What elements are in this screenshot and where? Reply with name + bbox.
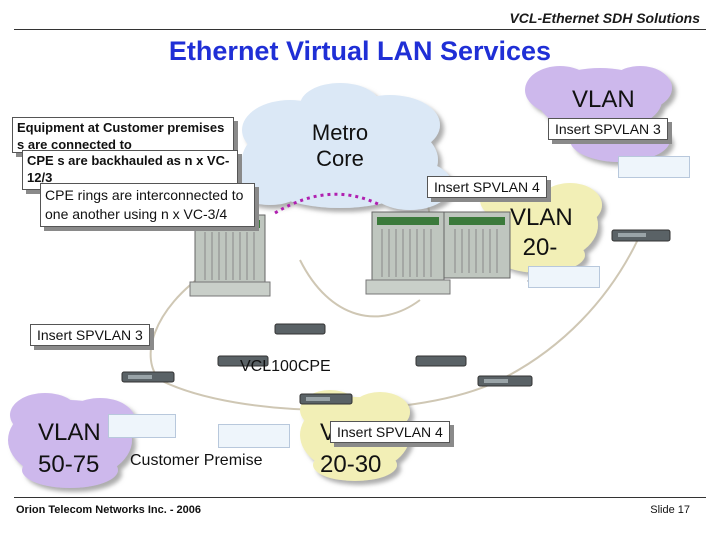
sdh-rack-center <box>365 211 451 295</box>
blank-box-right <box>528 266 600 288</box>
metro-line2: Core <box>316 146 364 172</box>
insert-spvlan-mid-right: Insert SPVLAN 4 <box>427 176 547 198</box>
insert-spvlan-top-right: Insert SPVLAN 3 <box>548 118 668 140</box>
cloud-vlan-top-right <box>525 66 672 162</box>
cpe-device-left <box>121 371 175 383</box>
cpe-device-mid <box>299 393 353 405</box>
cpe-device-right <box>611 229 671 242</box>
header-divider <box>14 29 706 30</box>
dotted-link <box>274 192 381 215</box>
callout-customer-premises: Equipment at Customer premises s are con… <box>12 117 234 153</box>
blank-box-bottom-left <box>108 414 176 438</box>
callout-rings: CPE rings are interconnected to one anot… <box>40 183 255 227</box>
blank-box-bottom-mid <box>218 424 290 448</box>
vlan-top-right-label: VLAN <box>572 86 635 113</box>
metro-line1: Metro <box>311 120 369 145</box>
vlan-bottom-mid-line2: 20-30 <box>320 451 382 479</box>
cpe-device-bottom-right <box>477 375 533 387</box>
insert-spvlan-left: Insert SPVLAN 3 <box>30 324 150 346</box>
header-subtitle: VCL-Ethernet SDH Solutions <box>509 10 700 26</box>
insert-spvlan-bottom: Insert SPVLAN 4 <box>330 421 450 443</box>
ring-arc-inner <box>299 259 421 318</box>
cpe-device-inner-top <box>274 323 326 335</box>
vlan-bottom-left-line1: VLAN <box>38 419 101 446</box>
cpe-device-inner-left <box>217 355 269 367</box>
slide-title: Ethernet Virtual LAN Services <box>168 36 552 66</box>
cloud-vlan-bottom-left <box>8 393 135 488</box>
slide-number: Slide 17 <box>650 504 690 516</box>
footer-divider <box>14 497 706 498</box>
ring-arc-right <box>499 234 641 381</box>
cpe-device-inner-right <box>415 355 467 367</box>
vlan-bottom-left-label: VLAN 50-75 <box>38 417 101 482</box>
vlan-bottom-left-line2: 50-75 <box>38 451 100 479</box>
blank-box-top-right <box>618 156 690 178</box>
sdh-rack-right <box>443 211 511 279</box>
metro-core-label: Metro Core <box>290 120 390 173</box>
vlan-right-line1: VLAN <box>510 204 573 231</box>
footer-company: Orion Telecom Networks Inc. - 2006 <box>16 504 202 516</box>
customer-premise-label: Customer Premise <box>130 452 263 469</box>
vcl100cpe-label: VCL100CPE <box>240 358 331 375</box>
sdh-rack-left <box>189 214 271 297</box>
